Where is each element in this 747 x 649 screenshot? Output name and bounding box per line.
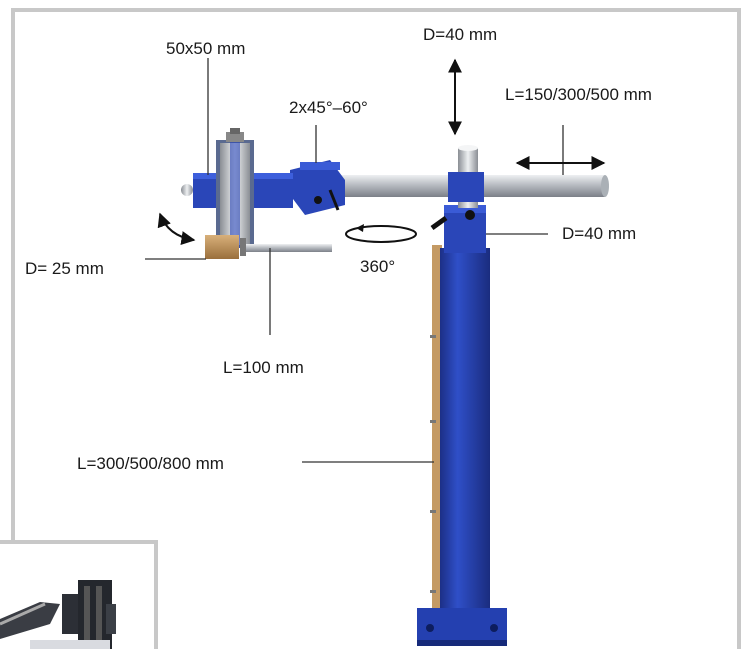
label-probe-diameter: D= 25 mm: [25, 259, 104, 278]
label-side-diameter: D=40 mm: [562, 224, 637, 243]
horizontal-arm: [340, 172, 609, 202]
label-rotation: 360°: [360, 257, 396, 276]
label-column-length: L=300/500/800 mm: [77, 454, 224, 473]
label-probe-length: L=100 mm: [223, 358, 304, 377]
leader-lines: [145, 58, 564, 463]
label-square-profile: 50x50 mm: [166, 39, 246, 58]
probe: [205, 235, 332, 259]
base-plate: [417, 608, 507, 646]
rotation-arrow: [345, 225, 417, 243]
vertical-slide: [216, 128, 254, 248]
column-head-clamp: [430, 205, 486, 253]
tilt-arrow: [157, 212, 196, 245]
label-arm-length: L=150/300/500 mm: [505, 85, 652, 104]
angle-joint: [290, 160, 345, 215]
inset-illustration: [0, 544, 154, 649]
label-angle: 2x45°–60°: [289, 98, 368, 117]
label-top-diameter: D=40 mm: [423, 25, 498, 44]
column: [430, 245, 490, 620]
inset-photo: [0, 540, 158, 649]
motion-arrows: [157, 58, 606, 245]
